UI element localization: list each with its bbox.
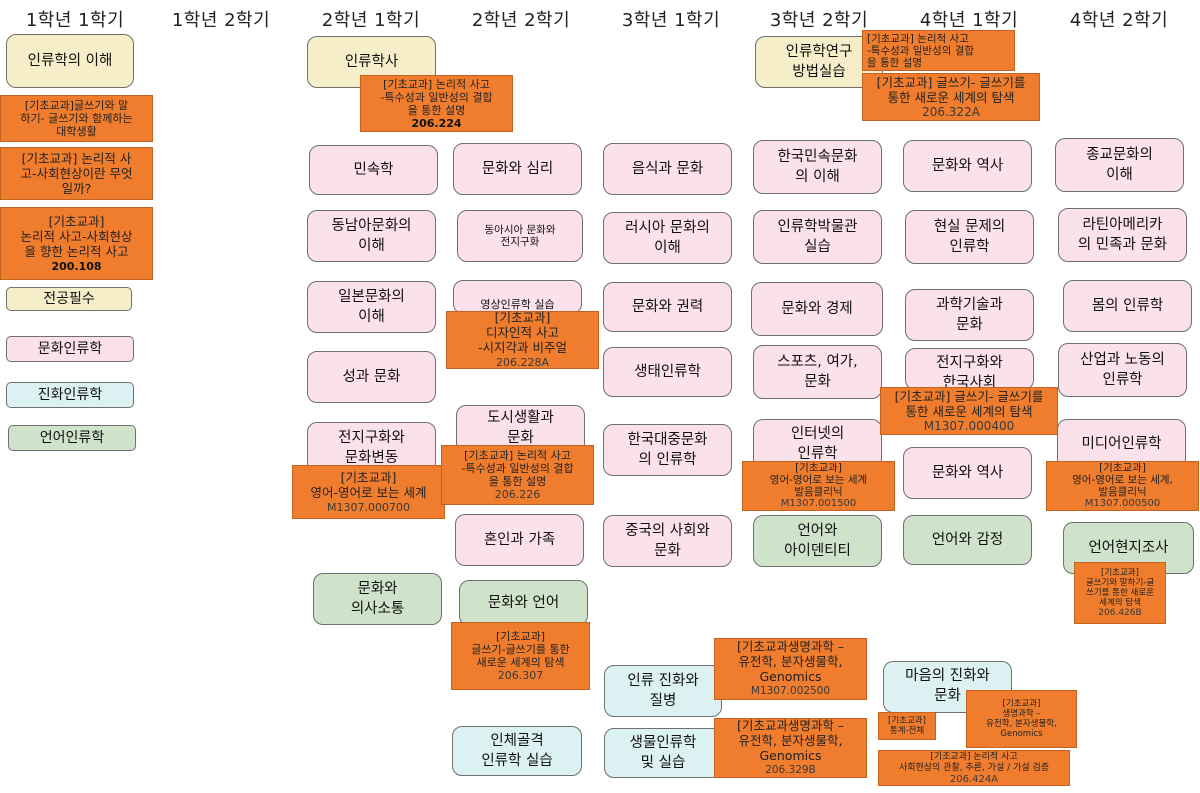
legend-evolutionary-anthropology: 진화인류학	[6, 382, 134, 408]
course-korean-folk-culture[interactable]: 한국민속문화 의 이해	[753, 140, 882, 194]
gened-life-science-genomics-3[interactable]: [기초교과] 생명과학 – 유전학, 분자생물학, Genomics	[966, 690, 1077, 748]
course-science-technology-culture[interactable]: 과학기술과 문화	[905, 289, 1034, 341]
legend-cultural-anthropology: 문화인류학	[6, 336, 134, 362]
course-internet-anthropology[interactable]: 인터넷의 인류학	[753, 419, 882, 469]
course-culture-language[interactable]: 문화와 언어	[459, 580, 588, 626]
course-globalization-korean-society[interactable]: 전지구화와 한국사회	[905, 348, 1034, 391]
legend-required: 전공필수	[6, 287, 132, 311]
semester-header-y2s1: 2학년 1학기	[321, 10, 421, 31]
semester-header-y3s2: 3학년 2학기	[769, 10, 869, 31]
semester-header-y4s2: 4학년 2학기	[1069, 10, 1169, 31]
course-skeletal-anthropology-practice[interactable]: 인체골격 인류학 실습	[452, 726, 582, 776]
course-visual-anthropology[interactable]: 영상인류학 실습	[453, 280, 582, 314]
course-culture-history-2[interactable]: 문화와 역사	[903, 447, 1032, 499]
course-religious-culture[interactable]: 종교문화의 이해	[1055, 138, 1184, 192]
course-ecological-anthropology[interactable]: 생태인류학	[603, 347, 732, 397]
course-marriage-family[interactable]: 혼인과 가족	[455, 514, 584, 566]
course-culture-economy[interactable]: 문화와 경제	[751, 282, 883, 336]
semester-header-y2s2: 2학년 2학기	[471, 10, 571, 31]
course-language-emotion[interactable]: 언어와 감정	[903, 515, 1032, 565]
course-east-asia-globalization[interactable]: 동아시아 문화와 전지구화	[457, 210, 583, 262]
course-sex-and-culture[interactable]: 성과 문화	[307, 351, 436, 403]
legend-linguistic-anthropology: 언어인류학	[8, 425, 136, 451]
course-japan-culture[interactable]: 일본문화의 이해	[307, 281, 436, 333]
course-sports-leisure-culture[interactable]: 스포츠, 여가, 문화	[753, 345, 882, 399]
course-body-anthropology[interactable]: 몸의 인류학	[1063, 280, 1192, 332]
course-media-anthropology[interactable]: 미디어인류학	[1057, 419, 1186, 469]
course-folklore[interactable]: 민속학	[309, 145, 438, 195]
course-museum-practice[interactable]: 인류학박물관 실습	[753, 210, 882, 264]
semester-header-y3s1: 3학년 1학기	[621, 10, 721, 31]
course-russia-culture[interactable]: 러시아 문화의 이해	[603, 212, 732, 264]
course-southeast-asia-culture[interactable]: 동남아문화의 이해	[307, 210, 436, 262]
course-culture-communication[interactable]: 문화와 의사소통	[313, 573, 442, 625]
course-culture-history-1[interactable]: 문화와 역사	[903, 140, 1032, 192]
course-culture-power[interactable]: 문화와 권력	[603, 282, 732, 332]
gened-logic-particularity-3[interactable]: [기초교과] 논리적 사고 -특수성과 일반성의 결합 을 통한 설명	[862, 30, 1015, 71]
course-human-evolution-disease[interactable]: 인류 진화와 질병	[604, 665, 722, 717]
semester-header-y4s1: 4학년 1학기	[919, 10, 1019, 31]
semester-header-y1s1: 1학년 1학기	[25, 10, 125, 31]
course-language-identity[interactable]: 언어와 아이덴티티	[753, 515, 882, 567]
course-research-methods-practice[interactable]: 인류학연구 방법실습	[755, 36, 883, 88]
course-latin-america[interactable]: 라틴아메리카 의 민족과 문화	[1058, 208, 1187, 262]
gened-statistics[interactable]: [기초교과] 통계-전체	[878, 712, 936, 740]
course-culture-psychology[interactable]: 문화와 심리	[453, 143, 582, 195]
course-industry-labor[interactable]: 산업과 노동의 인류학	[1058, 343, 1187, 397]
gened-logic-social-phenomena[interactable]: [기초교과] 논리적 사 고-사회현상이란 무엇 일까?	[0, 147, 153, 200]
gened-writing-speaking[interactable]: [기초교과]글쓰기와 말 하기- 글쓰기와 함께하는 대학생활	[0, 95, 153, 142]
course-china-society-culture[interactable]: 중국의 사회와 문화	[603, 515, 732, 567]
course-food-culture[interactable]: 음식과 문화	[603, 143, 732, 195]
course-real-problems-anthropology[interactable]: 현실 문제의 인류학	[905, 210, 1034, 264]
course-biological-anthropology[interactable]: 생물인류학 및 실습	[604, 728, 722, 778]
semester-header-y1s2: 1학년 2학기	[171, 10, 271, 31]
course-intro-anthropology[interactable]: 인류학의 이해	[6, 34, 134, 88]
course-korean-popular-culture[interactable]: 한국대중문화 의 인류학	[603, 424, 732, 476]
